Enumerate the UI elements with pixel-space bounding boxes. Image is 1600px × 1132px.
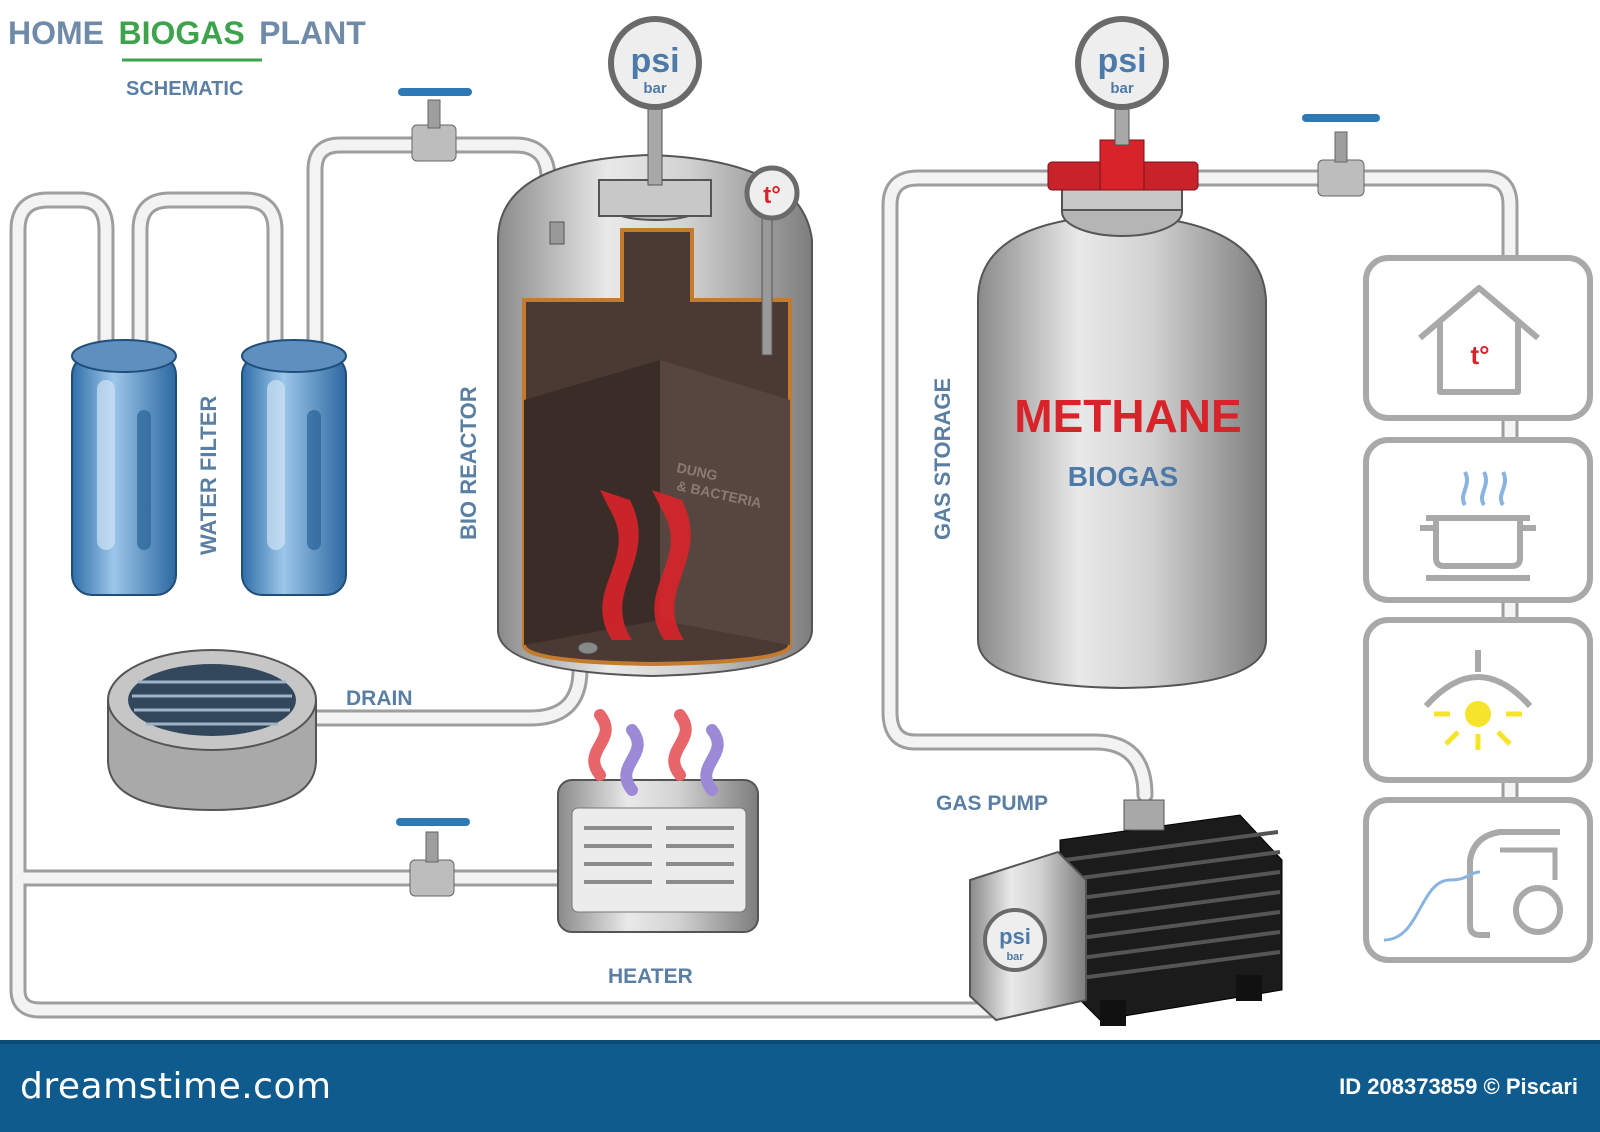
usage-panel-cooking	[1363, 437, 1593, 603]
cooking-pot-icon	[1420, 471, 1536, 581]
diagram-subtitle: SCHEMATIC	[126, 78, 243, 100]
heater	[557, 709, 759, 933]
valve-bottom-left	[396, 818, 470, 897]
lamp-light-icon	[1423, 650, 1533, 750]
methane-label: METHANE	[1014, 390, 1241, 442]
gas-storage-tank: METHANE BIOGAS	[977, 139, 1267, 690]
house-temp-text: t°	[1470, 340, 1489, 370]
thermometer-text: t°	[763, 182, 781, 209]
pressure-gauge-storage: psi bar	[1075, 16, 1169, 146]
title-part-home: HOME	[8, 15, 104, 51]
drain-basin	[107, 649, 317, 812]
gauge-bar-text: bar	[643, 80, 667, 97]
gauge-bar-text-3: bar	[1006, 951, 1024, 963]
title-part-biogas: BIOGAS	[118, 15, 244, 51]
water-filter-label: WATER FILTER	[196, 396, 221, 555]
heat-wave-icon-3	[668, 709, 692, 781]
footer-credit: ID 208373859 © Piscari	[1339, 1074, 1578, 1099]
heat-wave-icon-2	[620, 724, 644, 796]
valve-top-left	[398, 88, 472, 162]
heat-wave-icon-4	[700, 724, 724, 796]
water-filter-1	[71, 339, 177, 596]
water-filter-2	[241, 339, 347, 596]
gas-storage-label: GAS STORAGE	[930, 378, 955, 540]
electric-car-icon	[1383, 829, 1563, 942]
biogas-diagram: HOME BIOGAS PLANT SCHEMATIC WATER FILTER	[8, 15, 1593, 1026]
biogas-label: BIOGAS	[1068, 461, 1178, 492]
house-heating-icon	[1418, 285, 1540, 395]
gas-pump: psi bar	[969, 799, 1283, 1026]
usage-panel-lighting	[1363, 617, 1593, 783]
heater-label: HEATER	[608, 965, 693, 988]
gauge-bar-text-2: bar	[1110, 80, 1134, 97]
heat-wave-icon	[588, 709, 612, 781]
heat-arrow-icon	[600, 490, 639, 640]
bio-reactor-label: BIO REACTOR	[456, 386, 481, 540]
footer-brand[interactable]: dreamstime.com	[20, 1066, 332, 1107]
gauge-psi-text-2: psi	[1097, 42, 1146, 80]
title-part-plant: PLANT	[259, 15, 366, 51]
gas-pump-label: GAS PUMP	[936, 792, 1048, 815]
bio-reactor: DUNG & BACTERIA	[497, 153, 813, 678]
thermometer-gauge: t°	[744, 165, 800, 221]
diagram-title: HOME BIOGAS PLANT	[8, 15, 366, 51]
heat-arrow-icon-2	[652, 490, 691, 640]
drain-label: DRAIN	[346, 687, 413, 710]
usage-panel-heating: t°	[1363, 255, 1593, 421]
gauge-psi-text-3: psi	[999, 924, 1031, 949]
pressure-gauge-reactor: psi bar	[608, 16, 702, 186]
usage-panel-vehicle	[1363, 797, 1593, 963]
gauge-psi-text: psi	[630, 42, 679, 80]
footer-bar: dreamstime.com ID 208373859 © Piscari	[0, 1040, 1600, 1132]
pipe-network	[9, 136, 1519, 1019]
valve-top-right	[1302, 114, 1380, 197]
